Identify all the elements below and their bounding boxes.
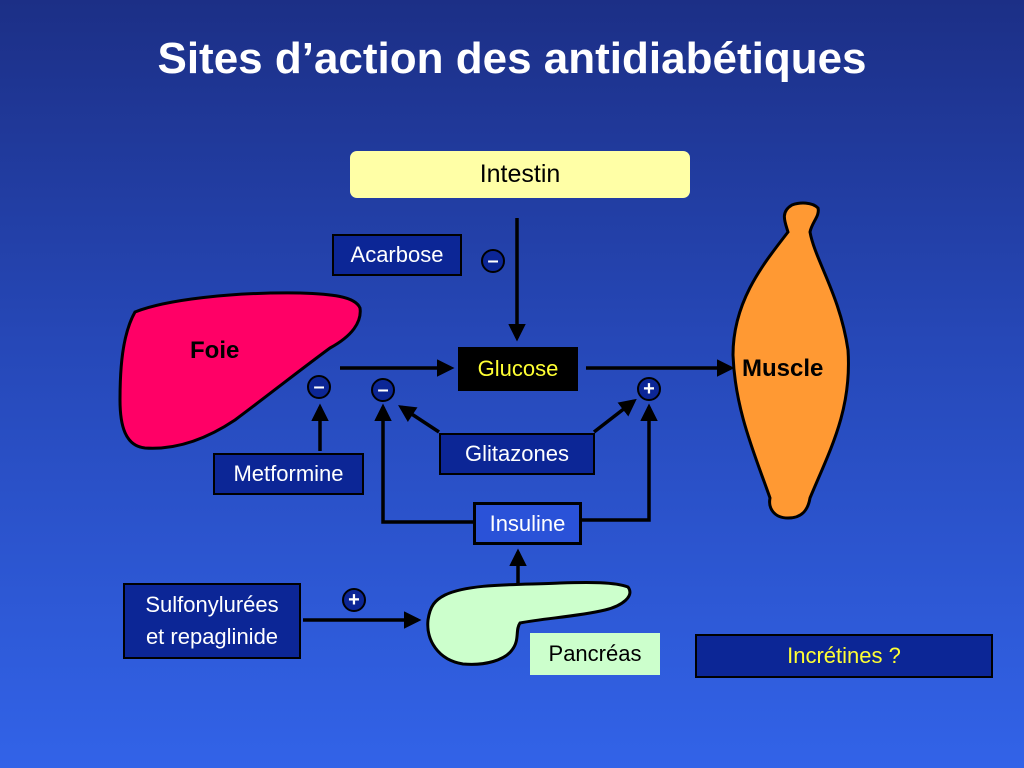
- metformine-box: Metformine: [213, 453, 364, 495]
- foie-label: Foie: [190, 337, 240, 364]
- metformine-minus-sign: –: [307, 375, 331, 399]
- pancreas-label-box: Pancréas: [530, 633, 660, 675]
- pancreas-shape: [426, 580, 632, 666]
- acarbose-minus-sign: –: [481, 249, 505, 273]
- sulfonylurees-line-2: et repaglinide: [145, 624, 279, 649]
- glucose-box: Glucose: [458, 347, 578, 391]
- acarbose-box: Acarbose: [332, 234, 462, 276]
- incretines-box: Incrétines ?: [695, 634, 993, 678]
- sulfonylurees-line-1: Sulfonylurées: [145, 592, 279, 617]
- intestin-box: Intestin: [350, 151, 690, 198]
- insuline-box: Insuline: [473, 502, 582, 545]
- insuline-liver-minus-sign: –: [371, 378, 395, 402]
- muscle-label: Muscle: [742, 355, 824, 382]
- sulfonylurees-box: Sulfonylurées et repaglinide: [123, 583, 301, 659]
- muscle-shape: [731, 201, 850, 520]
- page-title: Sites d’action des antidiabétiques: [157, 34, 867, 83]
- insuline-muscle-plus-sign: +: [637, 377, 661, 401]
- sulfonylurees-plus-sign: +: [342, 588, 366, 612]
- liver-shape: [118, 291, 362, 450]
- glitazones-box: Glitazones: [439, 433, 595, 475]
